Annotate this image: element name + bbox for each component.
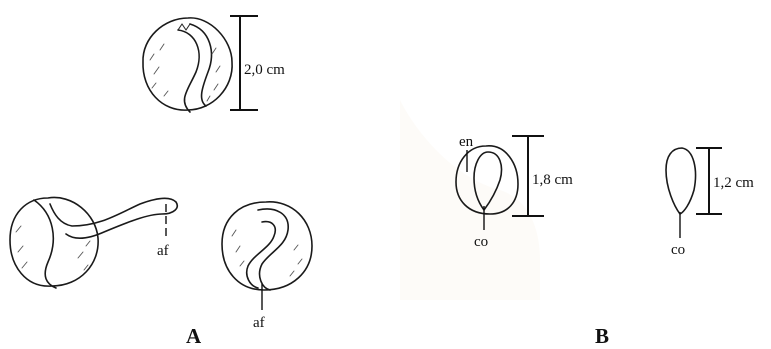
label-en: en [459,134,474,150]
scale-label-embryo-b2: 1,2 cm [713,175,754,191]
label-co-1: co [474,234,488,250]
seed-germinating-right [221,201,313,291]
panel-label-b: B [595,324,609,348]
label-co-2: co [671,242,685,258]
faint-background-sketch [400,100,540,300]
scale-label-embryo-b1: 1,8 cm [532,172,573,188]
panel-label-a: A [186,324,202,348]
scale-bar-embryo-b1 [512,135,544,217]
embryo-teardrop [665,147,697,215]
scale-label-seed-top: 2,0 cm [244,62,285,78]
scale-bar-seed-top [230,15,258,111]
seed-germinating-left [9,196,178,289]
label-af-2: af [253,315,265,331]
label-af-1: af [157,243,169,259]
scale-bar-embryo-b2 [696,147,722,215]
seed-top [142,17,233,113]
